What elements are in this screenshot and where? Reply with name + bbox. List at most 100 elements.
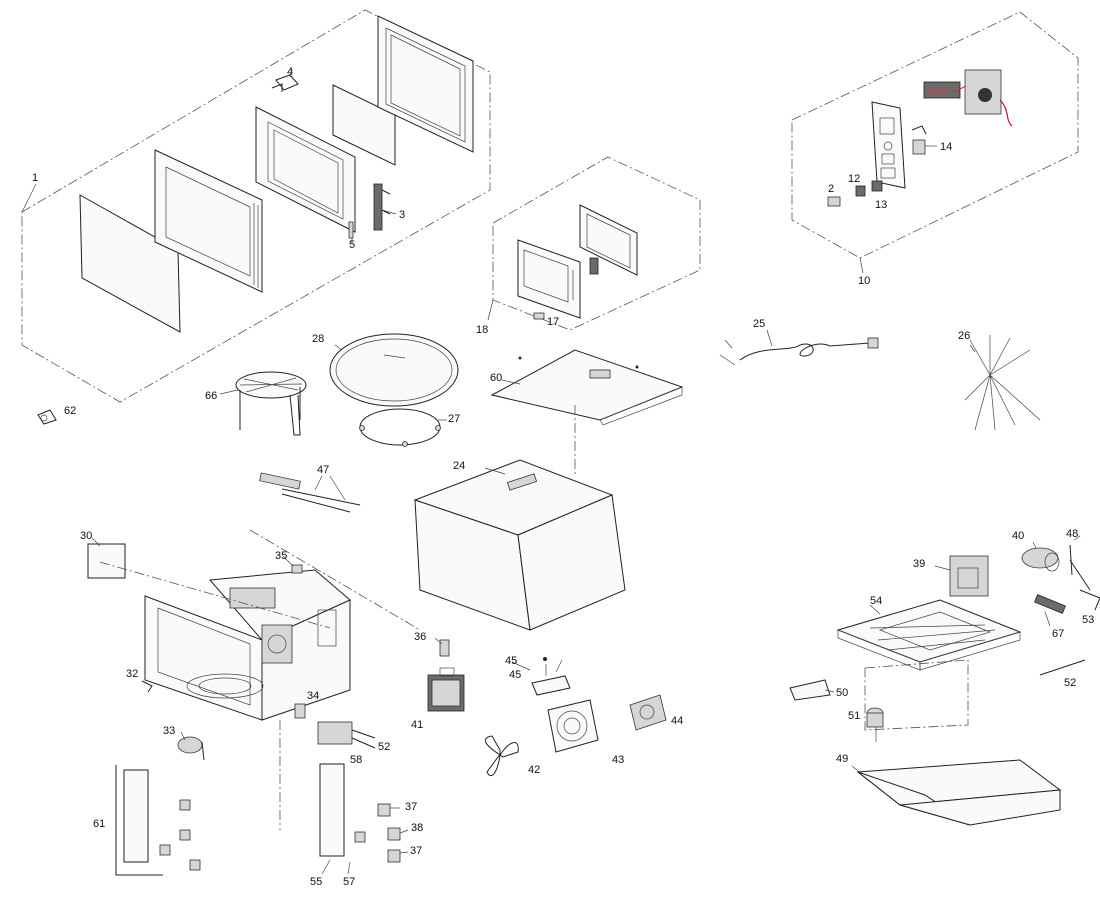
door-spring-part — [348, 221, 354, 239]
callout-28: 28 — [312, 333, 325, 345]
callout-50: 50 — [836, 687, 849, 699]
fan-shroud — [547, 699, 599, 753]
callout-45-bottom: 45 — [509, 669, 522, 681]
control-panel-face — [871, 101, 906, 189]
door-mica-sheet — [332, 84, 396, 166]
control-button-part — [827, 196, 841, 207]
callout-24: 24 — [453, 460, 466, 472]
callout-1: 1 — [32, 172, 39, 184]
callout-10: 10 — [858, 275, 871, 287]
door-assembly-boundary — [21, 9, 491, 403]
control-knob-part — [871, 180, 883, 192]
callout-60: 60 — [490, 372, 503, 384]
callout-53: 53 — [1082, 614, 1095, 626]
callout-26: 26 — [958, 330, 971, 342]
roller-ring — [359, 408, 441, 447]
door-hinge-part — [271, 74, 299, 92]
waveguide-cover — [87, 543, 126, 579]
base-tray — [851, 759, 1062, 826]
capacitor — [1021, 541, 1060, 572]
callout-38: 38 — [411, 822, 424, 834]
callout-40: 40 — [1012, 530, 1025, 542]
door-choke-frame — [377, 15, 474, 153]
switch-holder-left — [115, 765, 201, 876]
callout-43: 43 — [612, 754, 625, 766]
wire-harness — [964, 335, 1041, 431]
callout-37-bottom: 37 — [410, 845, 423, 857]
callout-2: 2 — [828, 183, 835, 195]
callout-58: 58 — [350, 754, 363, 766]
callout-66: 66 — [205, 390, 218, 402]
callout-4: 4 — [287, 66, 294, 78]
svg-text:8:8:8: 8:8:8 — [929, 87, 947, 96]
heater-tubes — [259, 472, 361, 513]
base-bracket — [789, 679, 835, 701]
door-assembly-group — [21, 9, 491, 403]
turntable-motor — [177, 736, 205, 761]
base-rod — [1039, 659, 1086, 676]
control-panel-rear-frame — [579, 204, 638, 276]
callout-3: 3 — [399, 209, 406, 221]
door-frame — [154, 149, 263, 293]
callout-57: 57 — [343, 876, 356, 888]
base-plate — [836, 599, 1022, 671]
outer-cabinet — [413, 405, 626, 631]
control-switch-part — [855, 185, 866, 197]
callout-27: 27 — [448, 413, 461, 425]
callout-32: 32 — [126, 668, 139, 680]
callout-42: 42 — [528, 764, 541, 776]
callout-51: 51 — [848, 710, 861, 722]
callout-67: 67 — [1052, 628, 1065, 640]
callout-33: 33 — [163, 725, 176, 737]
power-cord — [719, 329, 879, 366]
callout-13: 13 — [875, 199, 888, 211]
callout-45-top: 45 — [505, 655, 518, 667]
callout-36: 36 — [414, 631, 427, 643]
callout-49: 49 — [836, 753, 849, 765]
hv-fuse — [1079, 589, 1100, 611]
base-dash-box — [864, 659, 969, 731]
glass-tray — [329, 333, 459, 407]
oven-cavity — [99, 529, 421, 721]
magnetron — [427, 667, 465, 712]
control-panel-group: 8:8:8 — [791, 11, 1079, 274]
thermo-part — [439, 639, 450, 657]
fan-motor — [629, 694, 667, 731]
callout-55: 55 — [310, 876, 323, 888]
display-board: 8:8:8 — [923, 81, 961, 99]
callout-52-right: 52 — [1064, 677, 1077, 689]
base-transformer — [934, 555, 989, 597]
door-inner-panel — [255, 106, 356, 233]
base-foot — [866, 707, 884, 742]
control-small-part — [533, 312, 545, 320]
callout-34: 34 — [307, 690, 320, 702]
callout-30: 30 — [80, 530, 93, 542]
callout-61: 61 — [93, 818, 106, 830]
callout-62: 62 — [64, 405, 77, 417]
callout-47: 47 — [317, 464, 330, 476]
control-panel-front — [517, 239, 581, 319]
callout-44: 44 — [671, 715, 684, 727]
turntable-parts — [219, 333, 459, 447]
switch-holder-right — [279, 720, 409, 875]
hv-diode — [1069, 535, 1091, 591]
base-fuse-holder — [1034, 594, 1066, 627]
control-panel-boundary — [791, 11, 1079, 259]
callout-12: 12 — [848, 173, 861, 185]
callout-18: 18 — [476, 324, 489, 336]
callout-48: 48 — [1066, 528, 1079, 540]
cavity-small-parts — [141, 555, 450, 761]
control-bracket-part — [911, 125, 927, 155]
callout-35: 35 — [275, 550, 288, 562]
transformer-lower — [317, 721, 376, 749]
callout-54: 54 — [870, 595, 883, 607]
callout-14: 14 — [940, 141, 953, 153]
callout-52-left: 52 — [378, 741, 391, 753]
hinge-bracket-part — [37, 409, 57, 425]
callout-39: 39 — [913, 558, 926, 570]
fuse-holder — [294, 703, 306, 719]
callout-17: 17 — [547, 316, 560, 328]
